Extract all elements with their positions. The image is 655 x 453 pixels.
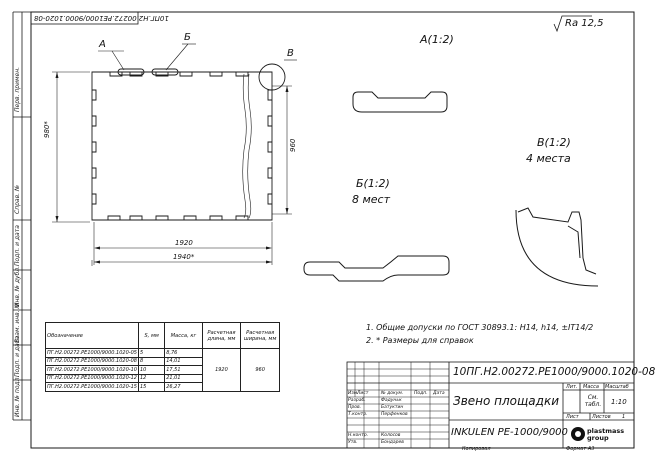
person-checker: Батуктин (381, 405, 404, 410)
spec-header-thickness: S, мм (137, 322, 166, 349)
view-b-title: Б(1:2) (356, 177, 390, 190)
role-tech-control: Т.контр. (348, 412, 368, 417)
side-label-dup-inv: Инв. № дубл. (14, 265, 21, 307)
lit-label: Лит. (566, 384, 578, 390)
copied-label: Копировал (462, 446, 491, 452)
spec-cell-length: 1920 (201, 348, 242, 392)
person-approved: Бондарев (381, 440, 404, 445)
person-developer: Фадуньк (381, 398, 402, 403)
mass-label: Масса (583, 384, 599, 390)
dim-width: 1920 (175, 239, 193, 247)
specification-table: Обозначение S, мм Масса, кг Расчетная дл… (45, 322, 280, 392)
note-1: 1. Общие допуски по ГОСТ 30893.1: H14, h… (366, 323, 594, 332)
company-name: plastmass group (587, 427, 625, 442)
spec-header-row: Обозначение S, мм Масса, кг Расчетная дл… (45, 322, 280, 349)
spec-header-designation: Обозначение (45, 322, 139, 349)
person-norm-control: Колосов (381, 433, 401, 438)
sheets-label: Листов (592, 414, 611, 420)
drawing-linework (12, 11, 635, 449)
format-label: Формат А3 (566, 446, 595, 452)
person-tech-control: Перфенков (381, 412, 408, 417)
title-block-lines (346, 361, 635, 449)
col-change: Изм. (348, 391, 359, 396)
spec-cell-code: ПГ.Н2.00272.РЕ1000/9000.1020-10 (45, 365, 139, 375)
drawing-sheet: { "document": { "mirrored_code": "10ПГ.Н… (12, 11, 655, 452)
spec-cell-thickness: 15 (137, 382, 166, 392)
section-a-profile (352, 91, 448, 113)
note-2: 2. * Размеры для справок (366, 336, 474, 345)
spec-cell-code: ПГ.Н2.00272.РЕ1000/9000.1020-05 (45, 348, 139, 358)
title-name: Звено площадки (453, 394, 560, 408)
side-label-sign-date-1: Подп. и дата (14, 225, 21, 266)
title-material: INKULEN PE-1000/9000 (451, 427, 568, 438)
dim-height-star: 980* (43, 121, 51, 138)
spec-cell-thickness: 5 (137, 348, 166, 358)
col-sheet: Лист (357, 391, 369, 396)
spec-cell-width: 960 (240, 348, 280, 392)
side-label-sign-date-2: Подп. и дата (14, 336, 21, 377)
role-checker: Пров. (348, 405, 362, 410)
scale-value: 1:10 (611, 398, 627, 406)
spec-header-length: Расчетная длина, мм (201, 322, 242, 349)
callout-v-label: В (287, 48, 294, 59)
col-doc-no: № докум. (381, 391, 404, 396)
table-row: ПГ.Н2.00272.РЕ1000/9000.1020-05 5 8,76 1… (45, 348, 280, 392)
scale-label: Масштаб (605, 384, 629, 390)
sheet-label: Лист (566, 414, 579, 420)
dimension-lines (52, 71, 292, 266)
view-a-title: А(1:2) (420, 33, 454, 46)
title-designation: 10ПГ.Н2.00272.РЕ1000/9000.1020-08 (453, 366, 655, 378)
side-label-ref-no: Справ. № (14, 184, 21, 214)
mass-value: См. табл. (584, 394, 602, 408)
side-label-first-use: Перв. примен. (14, 66, 21, 112)
spec-cell-mass: 17,51 (164, 365, 203, 375)
view-b-count: 8 мест (352, 193, 391, 206)
spec-cell-thickness: 8 (137, 356, 166, 366)
section-b-profile (303, 255, 450, 282)
mirrored-document-code: 10ПГ.Н2.00272.РЕ1000/9000.1020-08 (34, 14, 169, 22)
spec-header-mass: Масса, кг (164, 322, 203, 349)
spec-cell-thickness: 12 (137, 373, 166, 383)
spec-cell-code: ПГ.Н2.00272.РЕ1000/9000.1020-08 (45, 356, 139, 366)
sheets-value: 1 (622, 414, 626, 420)
role-approved: Утв. (348, 440, 358, 445)
spec-cell-code: ПГ.Н2.00272.РЕ1000/9000.1020-15 (45, 382, 139, 392)
callout-a-label: А (99, 39, 106, 50)
roughness-symbol (553, 15, 592, 33)
role-norm-control: Н.контр. (348, 433, 369, 438)
col-signature: Подп. (414, 391, 428, 396)
role-developer: Разраб. (348, 398, 366, 403)
dim-height: 960 (289, 138, 297, 152)
spec-cell-mass: 8,76 (164, 348, 203, 358)
spec-cell-mass: 26,27 (164, 382, 203, 392)
company-logo: plastmass group (571, 424, 631, 444)
roughness-value: Ra 12,5 (565, 18, 604, 29)
spec-cell-mass: 14,01 (164, 356, 203, 366)
view-v-count: 4 места (526, 152, 571, 165)
spec-cell-thickness: 10 (137, 365, 166, 375)
sheet-frame (30, 11, 635, 449)
plate-outline (91, 63, 286, 221)
detail-v-profile (515, 207, 599, 287)
callout-b-label: Б (184, 32, 191, 43)
side-label-orig-inv: Инв. № подл. (14, 375, 21, 417)
view-v-title: В(1:2) (537, 136, 571, 149)
spec-cell-mass: 21,01 (164, 373, 203, 383)
table-row: ПГ.Н2.00272.РЕ1000/9000.1020-15 15 26,27 (45, 382, 280, 392)
spec-cell-code: ПГ.Н2.00272.РЕ1000/9000.1020-12 (45, 373, 139, 383)
col-date: Дата (433, 391, 445, 396)
spec-header-width: Расчетная ширина, мм (240, 322, 280, 349)
dim-width-star: 1940* (173, 253, 195, 261)
